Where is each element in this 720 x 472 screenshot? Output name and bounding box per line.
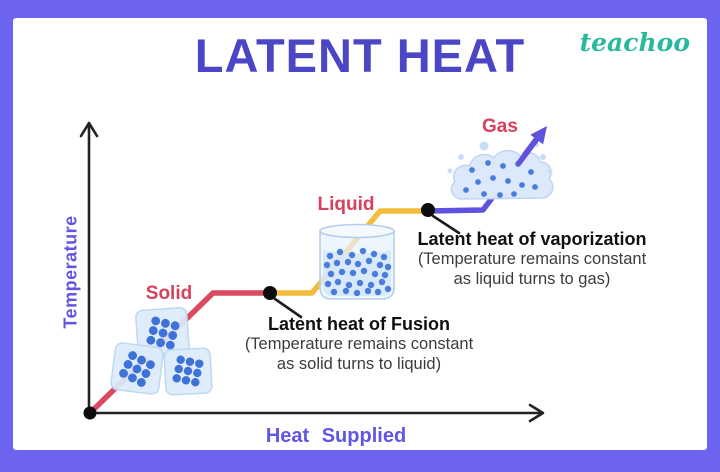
vaporization-annotation-title: Latent heat of vaporization	[417, 229, 647, 249]
teachoo-logo: teachoo	[579, 28, 690, 57]
fusion-annotation: Latent heat of Fusion (Temperature remai…	[219, 314, 499, 374]
x-axis-arrow	[528, 403, 545, 423]
beaker-illustration	[319, 223, 395, 300]
vaporization-dot	[421, 203, 435, 217]
phase-label-liquid: Liquid	[317, 194, 375, 215]
fusion-dot	[263, 286, 277, 300]
vaporization-annotation-line2: as liquid turns to gas)	[453, 270, 611, 288]
ice-cubes-illustration	[110, 307, 213, 396]
axes	[79, 121, 545, 423]
fusion-annotation-title: Latent heat of Fusion	[268, 314, 450, 334]
fusion-annotation-line1: (Temperature remains constant	[244, 335, 474, 353]
liquid-molecules	[323, 247, 392, 297]
gas-cloud-illustration	[447, 141, 554, 200]
page-title: LATENT HEAT	[194, 29, 526, 82]
x-axis-label: Heat Supplied	[265, 425, 407, 447]
phase-label-gas: Gas	[482, 116, 518, 137]
vaporization-annotation-line1: (Temperature remains constant	[417, 250, 647, 268]
origin-dot	[83, 406, 97, 420]
vaporization-annotation: Latent heat of vaporization (Temperature…	[386, 229, 678, 289]
gas-molecules	[463, 160, 538, 198]
stray-bubbles	[447, 141, 553, 174]
markers	[83, 203, 461, 420]
fusion-annotation-line2: as solid turns to liquid)	[276, 355, 442, 373]
fusion-pointer-line	[273, 297, 303, 319]
curve-arrow	[516, 126, 547, 166]
y-axis-label: Temperature	[60, 215, 81, 329]
vaporization-pointer-line	[431, 214, 461, 235]
phase-label-solid: Solid	[145, 283, 193, 304]
y-axis-arrow	[79, 121, 99, 138]
